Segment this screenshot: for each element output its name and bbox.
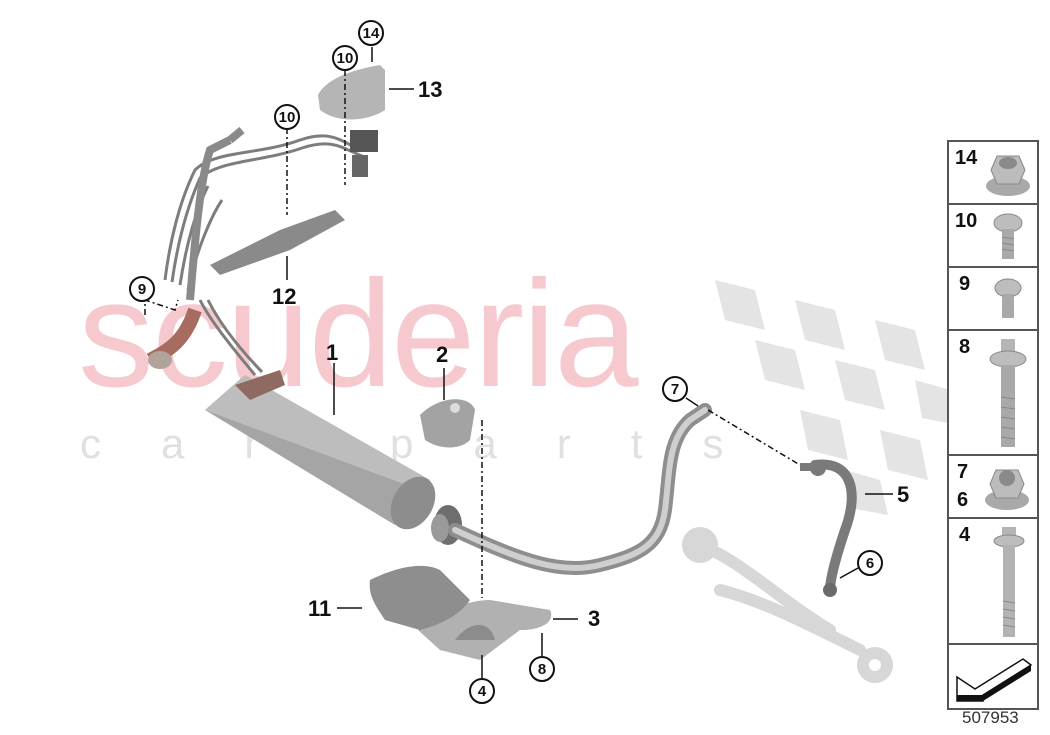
callout-6[interactable]: 6 [857, 550, 883, 576]
legend-label-6: 6 [957, 489, 969, 511]
legend-item-9[interactable]: 9 [949, 268, 1037, 331]
callout-3[interactable]: 3 [588, 606, 601, 631]
callout-13[interactable]: 13 [418, 77, 443, 102]
legend-item-arrow[interactable] [949, 645, 1037, 710]
fastener-legend: 14 10 9 8 [947, 140, 1039, 710]
self-locking-nut-icon [985, 469, 1029, 510]
callout-5[interactable]: 5 [897, 482, 910, 507]
legend-item-7-6[interactable]: 7 6 [949, 456, 1037, 519]
document-number: 507953 [962, 708, 1019, 727]
legend-label-7: 7 [957, 461, 969, 483]
legend-label-14: 14 [955, 147, 978, 169]
callout-7[interactable]: 7 [662, 376, 688, 402]
legend-item-14[interactable]: 14 [949, 142, 1037, 205]
legend-item-8[interactable]: 8 [949, 331, 1037, 456]
callout-11[interactable]: 11 [308, 596, 332, 621]
callout-8[interactable]: 8 [529, 656, 555, 682]
callout-1[interactable]: 1 [326, 340, 339, 365]
watermark-brand: scuderia [78, 249, 639, 419]
legend-item-10[interactable]: 10 [949, 205, 1037, 268]
legend-label-10: 10 [955, 210, 978, 232]
callout-10-upper[interactable]: 10 [332, 45, 358, 71]
callout-10-lower[interactable]: 10 [274, 104, 300, 130]
callout-2[interactable]: 2 [436, 342, 449, 367]
watermark-subline: car parts [80, 420, 784, 467]
hex-bolt-long-icon [993, 527, 1025, 637]
torx-bolt-icon [989, 339, 1027, 447]
callout-12[interactable]: 12 [272, 284, 297, 309]
callout-4[interactable]: 4 [469, 678, 495, 704]
legend-item-4[interactable]: 4 [949, 519, 1037, 645]
checkered-flag-watermark-icon [715, 280, 958, 515]
torx-screw-icon [993, 213, 1023, 259]
parts-drawing [144, 47, 893, 683]
direction-arrow-icon [956, 658, 1033, 702]
hex-flange-nut-icon [986, 155, 1030, 196]
legend-label-8: 8 [959, 336, 971, 358]
legend-label-4: 4 [959, 524, 971, 546]
callout-14[interactable]: 14 [358, 20, 384, 46]
callout-9[interactable]: 9 [129, 276, 155, 302]
torx-screw-short-icon [994, 278, 1022, 318]
legend-label-9: 9 [959, 273, 971, 295]
